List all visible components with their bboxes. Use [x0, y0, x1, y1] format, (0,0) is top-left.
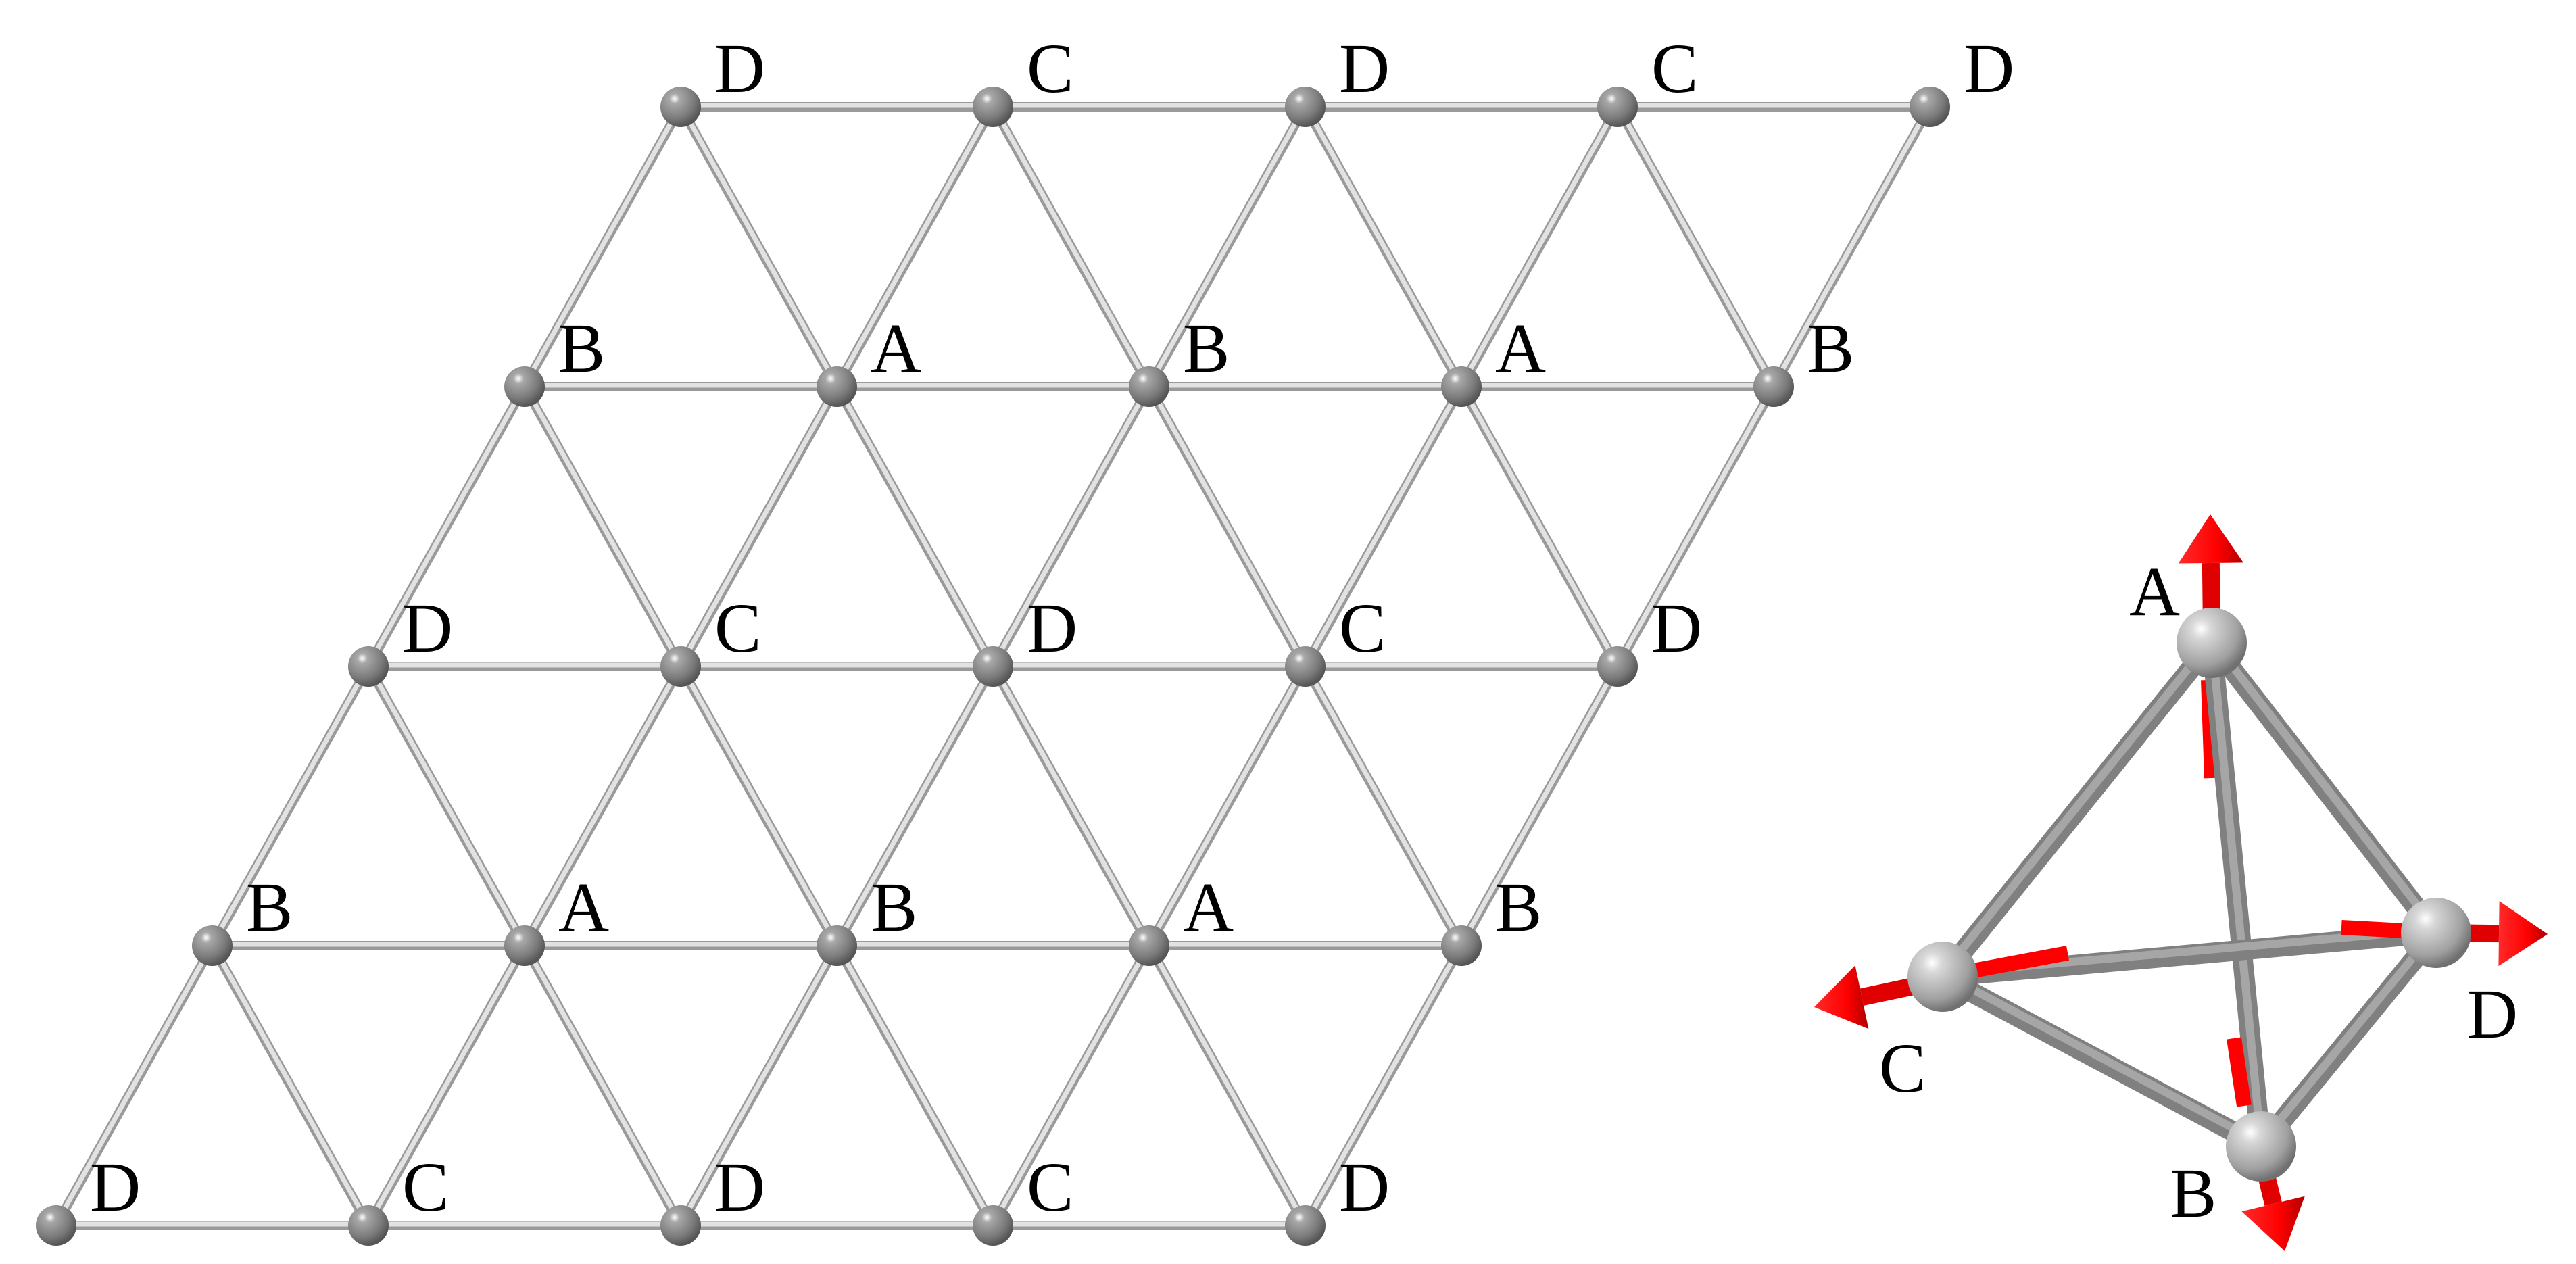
tetrahedron-label-d: D: [2467, 975, 2518, 1053]
lattice-node-label: B: [1495, 869, 1542, 946]
lattice-node-label: A: [1183, 869, 1234, 946]
tetrahedron-node-c: [1907, 942, 1978, 1012]
lattice-node-label: B: [1807, 310, 1854, 387]
lattice-node: [348, 1205, 389, 1246]
lattice-node-label: D: [714, 1148, 765, 1226]
lattice-node-label: D: [1339, 1148, 1390, 1226]
lattice-node-label: D: [1027, 589, 1077, 667]
lattice-node: [660, 87, 701, 127]
lattice-node: [660, 1205, 701, 1246]
lattice-node-label: A: [558, 869, 609, 946]
tetrahedron-nodes: [1907, 608, 2471, 1182]
lattice-node-label: D: [1651, 589, 1702, 667]
lattice-node-label: D: [90, 1148, 141, 1226]
tetrahedron-label-a: A: [2129, 553, 2180, 631]
tetrahedron-edges: [1933, 633, 2446, 1157]
lattice-node-label: A: [1495, 310, 1546, 387]
lattice-node-label: C: [1027, 1148, 1073, 1226]
lattice-node: [504, 366, 545, 407]
lattice-node: [192, 925, 233, 966]
lattice-node: [1285, 646, 1326, 687]
lattice-node-label: D: [714, 30, 765, 107]
lattice-node: [973, 1205, 1013, 1246]
lattice-node-label: C: [714, 589, 761, 667]
lattice-node: [973, 87, 1013, 127]
tetrahedron-node-d: [2401, 898, 2471, 968]
lattice-node: [1597, 646, 1638, 687]
lattice-node: [504, 925, 545, 966]
tetrahedron-node-b: [2226, 1111, 2296, 1182]
lattice-node: [660, 646, 701, 687]
lattice-node: [817, 925, 857, 966]
lattice-node: [1441, 925, 1482, 966]
lattice-bonds: [51, 102, 1935, 1230]
tetrahedron-label-c: C: [1879, 1029, 1926, 1107]
lattice-node: [973, 646, 1013, 687]
lattice-node-label: C: [1651, 30, 1698, 107]
lattice-node-label: C: [1027, 30, 1073, 107]
lattice-node: [1285, 1205, 1326, 1246]
lattice-node: [348, 646, 389, 687]
lattice-node: [817, 366, 857, 407]
lattice-labels: D C D C D B A B A B D C D C D B A B A B D C D C D: [90, 30, 2014, 1226]
tetrahedron-arrows: [1814, 514, 2548, 1251]
lattice-node-label: D: [402, 589, 453, 667]
lattice-node: [1753, 366, 1794, 407]
lattice-node-label: C: [1339, 589, 1386, 667]
lattice-node-label: C: [402, 1148, 449, 1226]
lattice-node-label: A: [871, 310, 921, 387]
lattice-node: [1597, 87, 1638, 127]
tetrahedron-labels: A B C D: [1879, 553, 2518, 1232]
lattice-node: [1910, 87, 1950, 127]
lattice-node-label: B: [558, 310, 605, 387]
tetrahedron-node-a: [2177, 608, 2247, 678]
lattice-node-label: B: [246, 869, 293, 946]
lattice-nodes: [36, 87, 1950, 1246]
lattice-node-label: D: [1339, 30, 1390, 107]
lattice-node: [1129, 925, 1169, 966]
tetrahedron-label-b: B: [2170, 1154, 2216, 1232]
lattice-node-label: D: [1964, 30, 2014, 107]
lattice-node: [1129, 366, 1169, 407]
lattice-node-label: B: [871, 869, 917, 946]
lattice-node: [36, 1205, 76, 1246]
lattice-node: [1285, 87, 1326, 127]
lattice-node-label: B: [1183, 310, 1230, 387]
lattice-node: [1441, 366, 1482, 407]
